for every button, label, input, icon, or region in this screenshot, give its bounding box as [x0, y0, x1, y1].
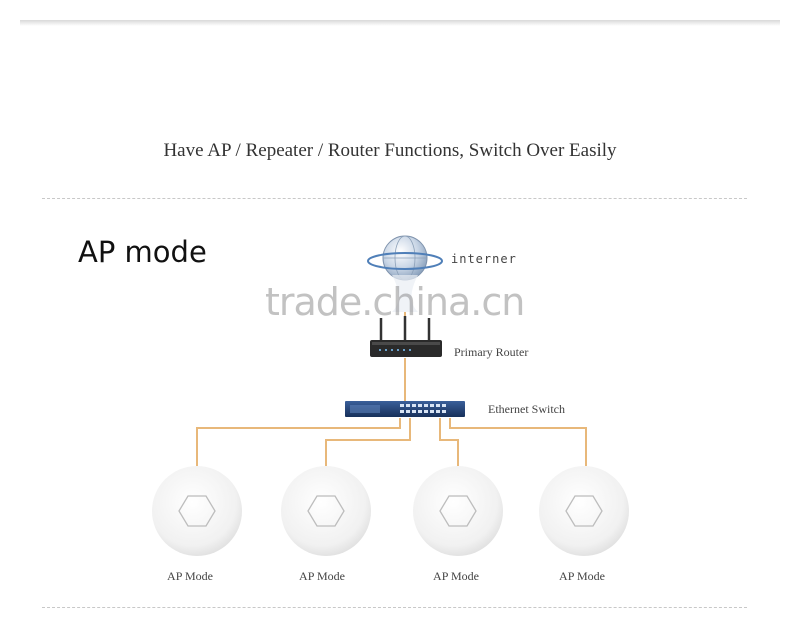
dashed-divider-top	[42, 198, 747, 199]
access-point-icon	[281, 466, 371, 556]
router-label: Primary Router	[454, 345, 529, 359]
ap-label: AP Mode	[559, 569, 605, 583]
ap-label: AP Mode	[167, 569, 213, 583]
cable-switch-ap1	[196, 418, 401, 466]
ap-label: AP Mode	[433, 569, 479, 583]
internet-label: interner	[451, 252, 517, 266]
cable-switch-ap2	[325, 418, 411, 466]
ap-label: AP Mode	[299, 569, 345, 583]
switch-label: Ethernet Switch	[488, 402, 565, 416]
router-icon	[370, 316, 442, 357]
globe-icon	[367, 235, 443, 312]
cable-switch-ap4	[449, 418, 587, 466]
top-divider	[20, 20, 780, 26]
watermark: trade.china.cn	[265, 280, 525, 324]
section-title: AP mode	[78, 235, 207, 269]
access-point-icon	[539, 466, 629, 556]
switch-icon	[345, 401, 465, 417]
headline: Have AP / Repeater / Router Functions, S…	[163, 140, 617, 161]
cable-switch-ap3	[439, 418, 459, 466]
cables	[196, 312, 587, 466]
access-point-icon	[152, 466, 242, 556]
dashed-divider-bottom	[42, 607, 747, 608]
access-point-icon	[413, 466, 503, 556]
